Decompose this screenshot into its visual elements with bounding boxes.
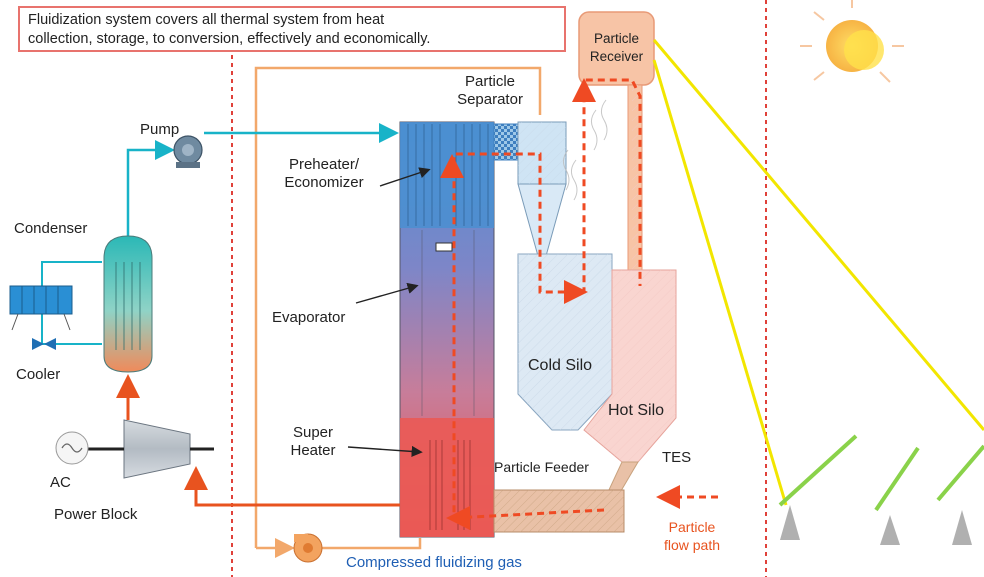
- heliostat-2: [874, 446, 920, 545]
- power-block-label: Power Block: [54, 506, 138, 523]
- super-heater-label: Super Heater: [278, 424, 348, 460]
- water-line-cooler-top: [41, 261, 102, 286]
- pump-label: Pump: [140, 121, 180, 138]
- particle-receiver-label-line-2: Receiver: [589, 49, 644, 64]
- condenser-icon: [103, 235, 153, 373]
- pump-icon: [173, 135, 203, 168]
- super-heater-pointer: [347, 445, 423, 458]
- blower-icon: [293, 533, 323, 563]
- particle-separator-label-line-2: Separator: [457, 91, 523, 108]
- sun-icon: [800, 0, 904, 83]
- flow-path-legend-line-1: Particle: [668, 519, 716, 535]
- particle-feeder-label: Particle Feeder: [494, 459, 589, 475]
- preheater-label-line-1: Preheater/: [288, 156, 360, 173]
- generator-icon: [55, 431, 89, 465]
- hot-silo-label: Hot Silo: [608, 402, 665, 419]
- cooler-label: Cooler: [16, 366, 61, 383]
- water-line-condenser-to-pump: [126, 140, 175, 236]
- particle-receiver-label-line-1: Particle: [593, 31, 639, 46]
- boiler-tower: [399, 121, 495, 538]
- particle-separator-label: Particle Separator: [440, 73, 540, 109]
- compressed-gas-label: Compressed fluidizing gas: [346, 554, 522, 571]
- particle-receiver: [578, 11, 655, 286]
- preheater-pointer: [379, 167, 431, 187]
- cooler-icon: [9, 285, 73, 331]
- sun-beams: [652, 39, 984, 506]
- tes-label: TES: [662, 449, 692, 466]
- caption-line-1: Fluidization system covers all thermal s…: [28, 12, 385, 28]
- heliostat-1: [778, 434, 858, 540]
- hot-silo: [583, 269, 677, 497]
- flow-path-legend-line-2: flow path: [663, 537, 721, 553]
- water-line-cooler-bottom: [41, 312, 102, 345]
- gas-line-blower-to-tower: [322, 538, 422, 550]
- particle-separator: [517, 121, 567, 257]
- super-heater-label-line-2: Heater: [290, 442, 336, 459]
- evaporator-label: Evaporator: [272, 309, 346, 326]
- cold-silo-label: Cold Silo: [528, 357, 593, 374]
- super-heater-label-line-1: Super: [292, 424, 334, 441]
- caption-box: Fluidization system covers all thermal s…: [18, 6, 566, 52]
- heliostat-3: [936, 444, 984, 545]
- condenser-label: Condenser: [14, 220, 88, 237]
- caption-line-2: collection, storage, to conversion, effe…: [28, 31, 431, 47]
- particle-feeder: [493, 489, 625, 533]
- preheater-label: Preheater/ Economizer: [268, 156, 380, 192]
- particle-separator-label-line-1: Particle: [464, 73, 516, 90]
- preheater-label-line-2: Economizer: [284, 174, 364, 191]
- valve-icon: [32, 338, 56, 350]
- flow-path-legend-label: Particle flow path: [654, 518, 730, 554]
- ac-label: AC: [50, 474, 71, 491]
- particle-receiver-label: Particle Receiver: [580, 30, 653, 66]
- gas-line-loop: [254, 66, 542, 548]
- steam-wisps: [562, 99, 608, 201]
- turbine-icon: [86, 419, 214, 479]
- steam-line-tower-to-turbine: [184, 466, 400, 507]
- cold-silo: [517, 253, 613, 431]
- evaporator-pointer: [355, 282, 419, 304]
